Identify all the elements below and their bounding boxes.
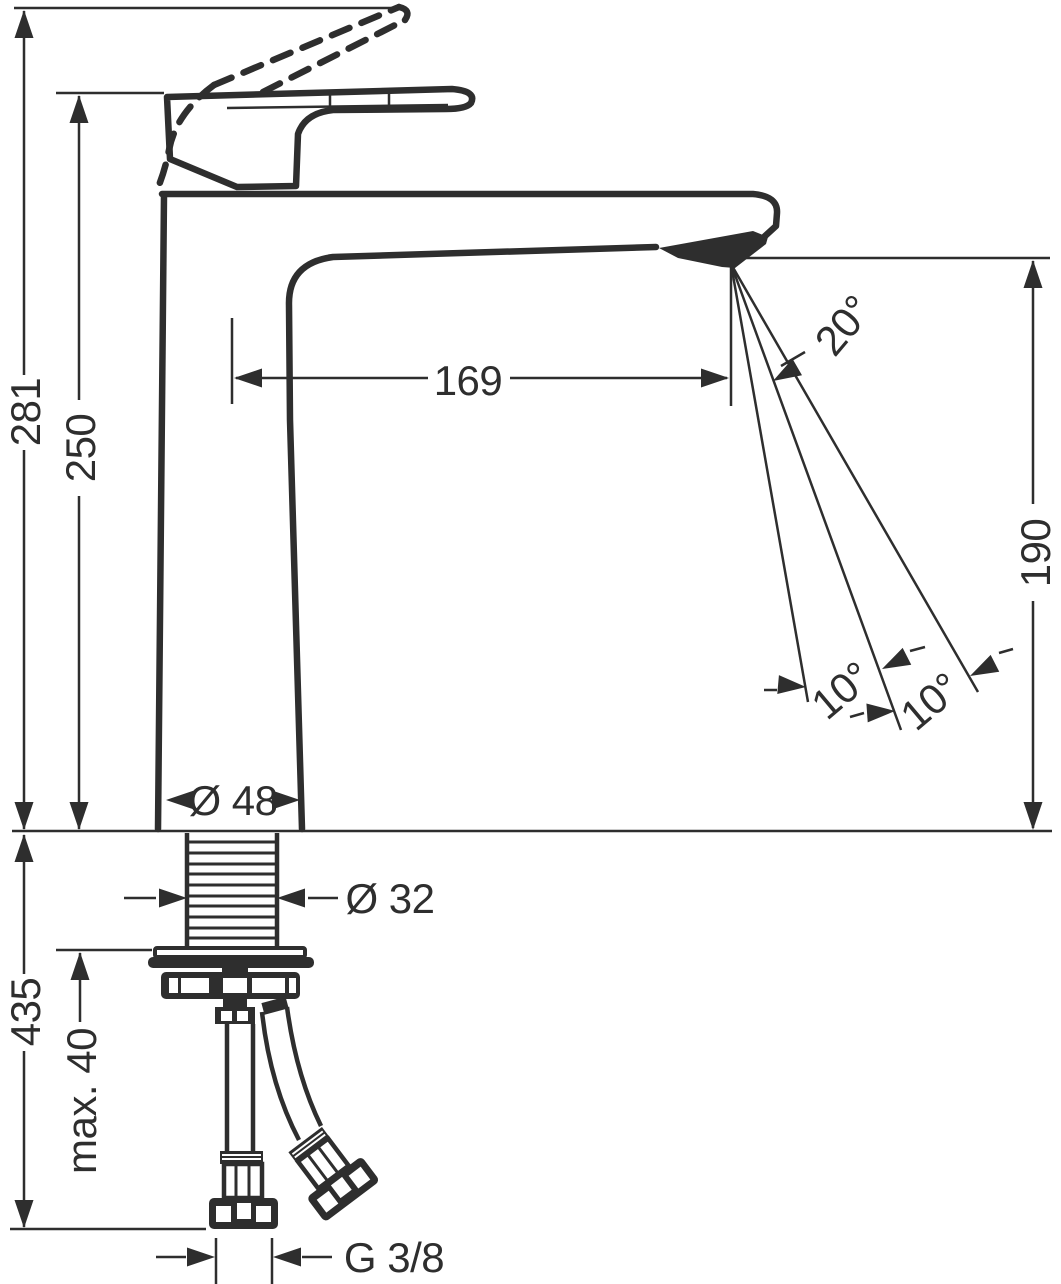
hose-stem-left bbox=[223, 999, 247, 1008]
supply-hose-right bbox=[259, 996, 379, 1221]
handle-raised-dashed bbox=[155, 3, 411, 189]
dimension-lines bbox=[22, 11, 1035, 1259]
dim-label-overall-height: 281 bbox=[2, 378, 49, 447]
hose-left-crimp-lines bbox=[222, 1154, 261, 1160]
mounting-hardware bbox=[148, 833, 314, 1024]
stream-angle-lines bbox=[729, 263, 980, 731]
stream-line-20deg bbox=[729, 263, 903, 731]
dim-label-angle-right: 10° bbox=[891, 663, 969, 739]
handle-segment-ticks bbox=[328, 91, 391, 107]
spout-top-edge bbox=[158, 190, 781, 241]
dim-label-spout-height: 250 bbox=[57, 414, 104, 483]
dim-label-thread: G 3/8 bbox=[344, 1234, 444, 1281]
aerator-outlet bbox=[659, 231, 768, 268]
faucet-body-outline bbox=[154, 190, 781, 833]
dim-label-max-thickness: max. 40 bbox=[58, 1028, 105, 1174]
dim-label-outlet-height: 190 bbox=[1012, 519, 1059, 588]
dim-label-spout-reach: 169 bbox=[434, 357, 503, 404]
hose-left-fitting-lines bbox=[234, 1166, 251, 1196]
raised-handle-tip bbox=[395, 3, 411, 24]
hose-right-tube bbox=[259, 1006, 324, 1142]
handle-outline bbox=[163, 85, 476, 191]
dim-label-shank-diameter: Ø 32 bbox=[345, 875, 434, 922]
shank-thread-lines bbox=[189, 840, 275, 940]
stream-line-30deg bbox=[729, 263, 980, 693]
threaded-shank-sides bbox=[184, 833, 280, 948]
body-left-edge bbox=[154, 191, 168, 833]
stream-line-10deg bbox=[729, 263, 810, 703]
washer-upper bbox=[153, 946, 307, 959]
hose-right-fitting bbox=[294, 1135, 352, 1192]
arrowheads bbox=[14, 10, 1043, 1267]
extension-lines bbox=[10, 6, 1052, 1284]
lever-handle bbox=[163, 85, 476, 191]
hose-left-tube bbox=[224, 1024, 256, 1151]
washer-lower bbox=[148, 957, 314, 968]
washer-stem bbox=[222, 966, 248, 974]
supply-hose-left bbox=[209, 1024, 278, 1229]
dim-label-hose-length: 435 bbox=[2, 978, 49, 1047]
dim-label-base-diameter: Ø 48 bbox=[188, 777, 277, 824]
handle-accent-line bbox=[226, 103, 449, 110]
raised-handle-rear-arc bbox=[155, 81, 218, 189]
raised-handle-bottom-edge bbox=[259, 16, 409, 96]
hose-left-fitting bbox=[221, 1161, 265, 1201]
leader-20deg bbox=[780, 350, 806, 368]
dim-tails-10deg bbox=[764, 645, 1014, 719]
raised-handle-top-edge bbox=[210, 3, 403, 89]
hose-stem-right bbox=[261, 996, 289, 1015]
hose-right-end-assembly bbox=[288, 1126, 379, 1221]
dim-label-spray-angle: 20° bbox=[805, 286, 881, 364]
body-right-edge-and-underside bbox=[285, 243, 660, 833]
